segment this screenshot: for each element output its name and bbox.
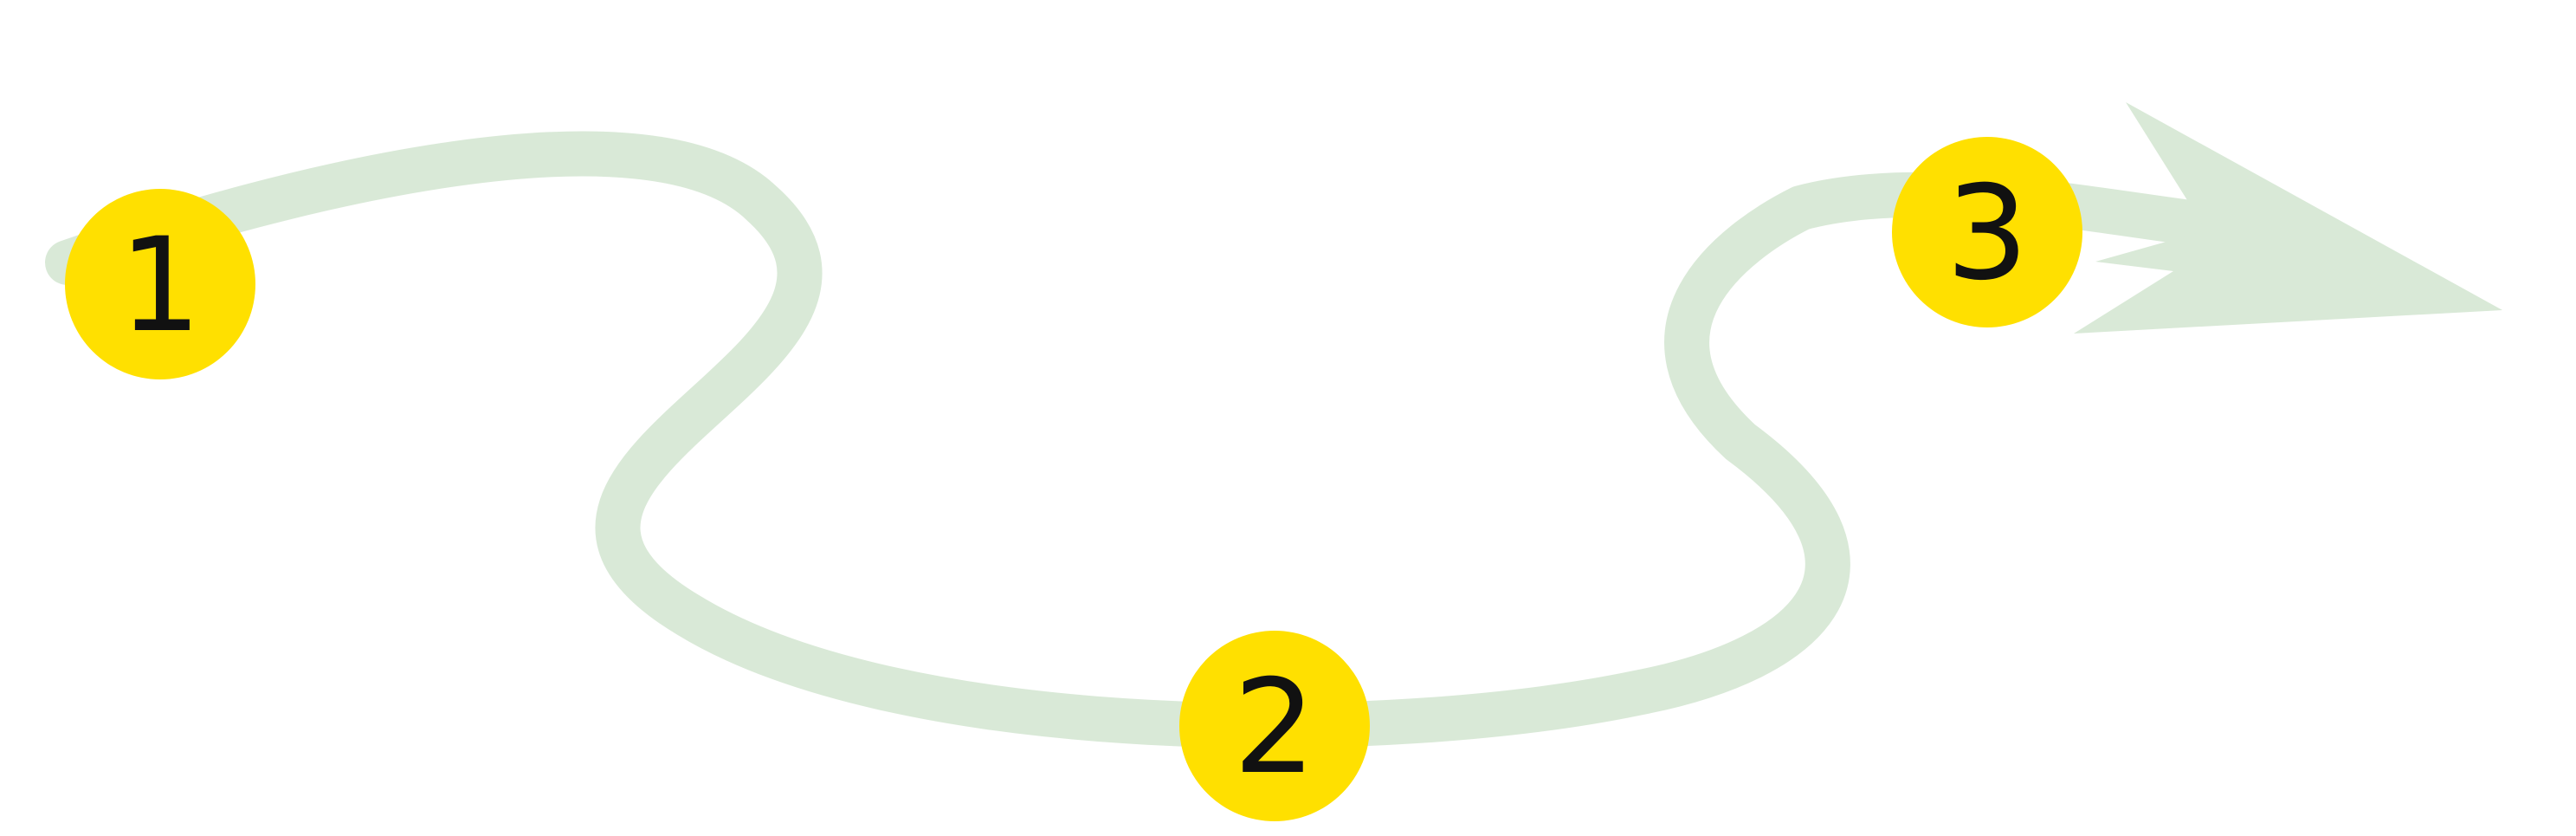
step-circle bbox=[1179, 631, 1370, 821]
step-marker-3: 3 bbox=[1892, 137, 2082, 327]
step-marker-2: 2 bbox=[1179, 631, 1370, 821]
step-label: 3 bbox=[1946, 159, 2028, 309]
step-circle bbox=[65, 189, 255, 379]
step-circle bbox=[1892, 137, 2082, 327]
step-label: 1 bbox=[119, 211, 201, 361]
step-marker-1: 1 bbox=[65, 189, 255, 379]
arrow-icon bbox=[2074, 102, 2502, 334]
step-label: 2 bbox=[1233, 652, 1315, 803]
